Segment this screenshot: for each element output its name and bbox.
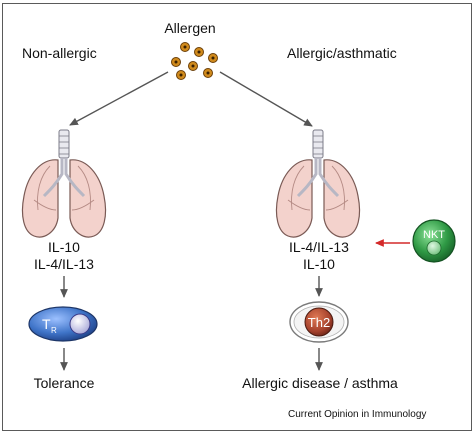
right-cytokine-1: IL-4/IL-13 — [289, 239, 349, 255]
allergen-label: Allergen — [164, 20, 216, 36]
treg-cell: T R — [28, 306, 98, 342]
th2-cell: Th2 — [289, 301, 349, 343]
left-lungs — [20, 128, 108, 239]
left-cytokine-2: IL-4/IL-13 — [34, 256, 94, 272]
source-credit: Current Opinion in Immunology — [288, 409, 427, 420]
arrow-to-right-lung — [219, 71, 313, 127]
treg-subscript: R — [51, 326, 57, 335]
left-outcome: Tolerance — [33, 375, 95, 391]
th2-label: Th2 — [308, 315, 330, 330]
treg-label: T — [42, 316, 51, 332]
right-cytokine-2: IL-10 — [303, 256, 335, 272]
right-heading: Allergic/asthmatic — [287, 45, 397, 61]
left-heading: Non-allergic — [22, 45, 97, 61]
right-lungs — [274, 128, 362, 239]
left-cytokine-1: IL-10 — [48, 239, 80, 255]
nkt-label: NKT — [423, 229, 445, 241]
right-outcome: Allergic disease / asthma — [242, 375, 398, 391]
arrow-to-left-lung — [69, 71, 169, 126]
allergen-particles — [171, 42, 218, 80]
nkt-cell: NKT — [412, 219, 456, 263]
